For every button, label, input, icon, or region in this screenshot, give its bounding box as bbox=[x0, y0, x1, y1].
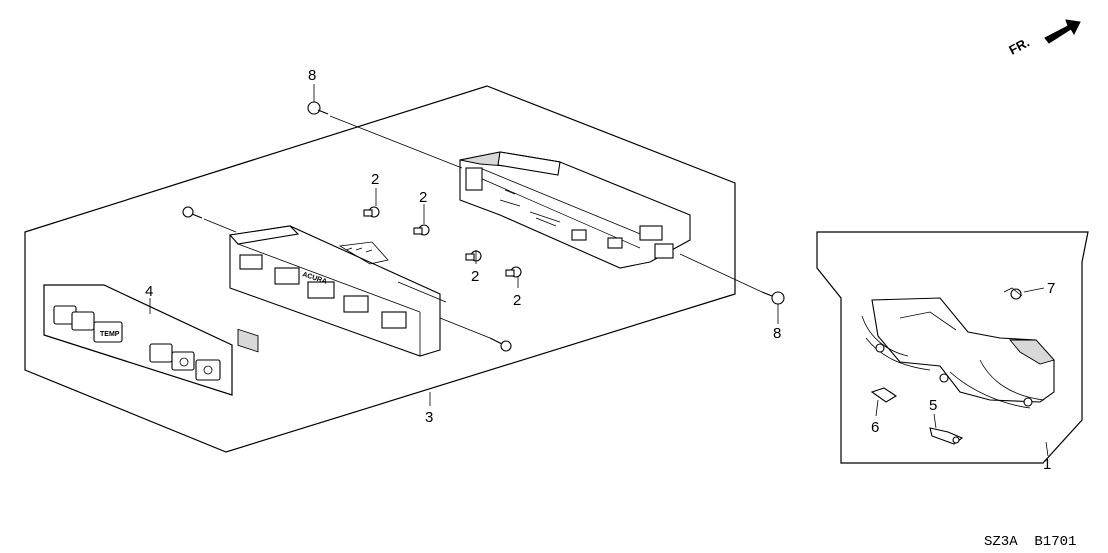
button-pieces: TEMP bbox=[53, 305, 221, 381]
diagram-code: SZ3A B1701 bbox=[984, 534, 1076, 550]
screw-panel-right-leader bbox=[439, 317, 491, 339]
callout-leaders bbox=[149, 84, 1049, 457]
button-set-outline bbox=[43, 284, 233, 396]
callout-8-top: 8 bbox=[308, 67, 316, 84]
bracket-part-5 bbox=[929, 427, 964, 445]
clip-b bbox=[413, 224, 430, 236]
screw-top-left bbox=[307, 101, 329, 115]
screw-panel-right bbox=[489, 337, 512, 352]
control-assembly-outline bbox=[24, 85, 736, 453]
clip-c bbox=[465, 250, 482, 262]
callout-2-a: 2 bbox=[371, 171, 379, 188]
screw-panel-left-leader bbox=[203, 218, 237, 233]
temp-button-label: TEMP bbox=[100, 331, 120, 338]
callout-2-d: 2 bbox=[513, 292, 521, 309]
control-panel-body: ACURA bbox=[228, 225, 447, 357]
heater-harness bbox=[861, 297, 1055, 409]
front-direction-label: FR. bbox=[1006, 35, 1032, 58]
harness-box-outline bbox=[816, 231, 1089, 464]
screw-leader-line bbox=[329, 115, 463, 169]
screw-panel-left bbox=[182, 206, 203, 219]
callout-2-b: 2 bbox=[419, 189, 427, 206]
screw-right bbox=[761, 291, 785, 305]
callout-1: 1 bbox=[1043, 456, 1051, 473]
clip-part-6 bbox=[870, 387, 898, 403]
clip-d bbox=[505, 266, 522, 278]
clip-a bbox=[363, 206, 380, 218]
control-unit-body bbox=[459, 151, 691, 269]
clip-part-7 bbox=[1003, 287, 1023, 300]
front-direction-indicator: FR. bbox=[1006, 19, 1081, 58]
callout-6: 6 bbox=[871, 419, 879, 436]
callout-8-right: 8 bbox=[773, 325, 781, 342]
callout-4: 4 bbox=[145, 283, 153, 300]
callout-2-c: 2 bbox=[471, 268, 479, 285]
callout-5: 5 bbox=[929, 397, 937, 414]
screw-right-leader bbox=[679, 253, 763, 293]
callout-3: 3 bbox=[425, 409, 433, 426]
front-arrow-icon bbox=[1044, 19, 1081, 44]
callout-7: 7 bbox=[1047, 280, 1055, 297]
